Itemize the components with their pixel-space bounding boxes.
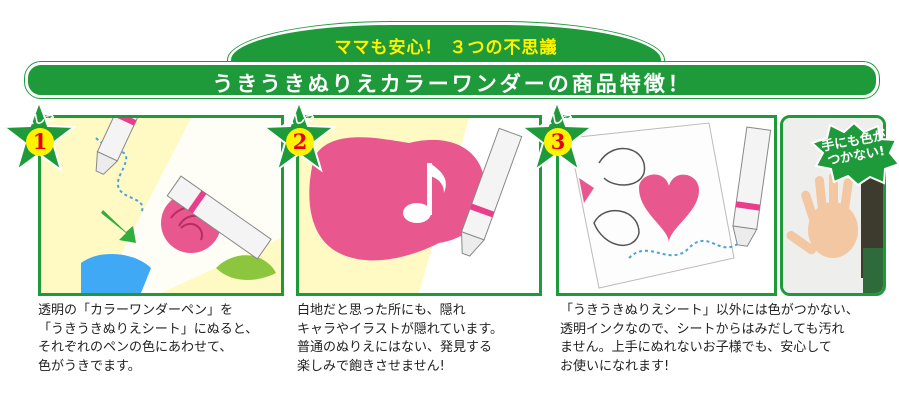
feature-3-badge: ふしぎ 3 — [520, 100, 594, 174]
feature-1-line: 透明の「カラーワンダーペン」を — [38, 303, 234, 318]
feature-3-description: 「うきうきぬりえシート」以外には色がつかない、 透明インクなので、シートからはみ… — [560, 302, 859, 376]
feature-2-illustration — [296, 115, 542, 296]
feature-1-line: それぞれのペンの色にあわせて、 — [38, 340, 233, 355]
feature-1-badge: ふしぎ 1 — [2, 100, 76, 174]
feature-1-badge-number: 1 — [26, 128, 54, 156]
feature-1-description: 透明の「カラーワンダーペン」を 「うきうきぬりえシート」にぬると、 それぞれのペ… — [38, 302, 258, 376]
feature-1-illustration — [38, 115, 284, 296]
burst-icon — [810, 122, 899, 186]
feature-2-line: 白地だと思った所にも、隠れ — [297, 303, 466, 318]
feature-3-badge-number: 3 — [544, 128, 572, 156]
header-subtitle: ママも安心！ ３つの不思議 — [334, 38, 558, 58]
feature-1-line: 色がうきでます。 — [38, 358, 141, 374]
feature-2-line: キャラやイラストが隠れています。 — [297, 321, 504, 337]
feature-3-line: お使いになれます! — [560, 358, 670, 374]
clean-hands-badge: 手にも色が つかない! — [808, 122, 899, 186]
feature-2-badge-number: 2 — [286, 128, 314, 156]
feature-3-line: 「うきうきぬりえシート」以外には色がつかない、 — [560, 303, 859, 318]
feature-2-description: 白地だと思った所にも、隠れ キャラやイラストが隠れています。 普通のぬりえにはな… — [297, 302, 503, 376]
hidden-character-illustration — [299, 118, 539, 293]
feature-2-line: 普通のぬりえにはない、発見する — [297, 340, 493, 355]
header-title: うきうきぬりえカラーワンダーの商品特徴！ — [212, 72, 692, 96]
header-title-banner: うきうきぬりえカラーワンダーの商品特徴！ — [25, 62, 879, 98]
feature-1-line: 「うきうきぬりえシート」にぬると、 — [38, 321, 259, 337]
feature-2-badge: ふしぎ 2 — [262, 100, 336, 174]
no-mess-sheet-illustration — [559, 118, 774, 293]
feature-3-illustration — [556, 115, 777, 296]
feature-3-line: ません。上手にぬれないお子様でも、安心して — [560, 340, 832, 355]
feature-2-line: 楽しみで飽きさせません! — [297, 358, 445, 374]
feature-3-line: 透明インクなので、シートからはみだしても汚れ — [560, 321, 845, 337]
coloring-sheet-rose-illustration — [41, 118, 281, 293]
